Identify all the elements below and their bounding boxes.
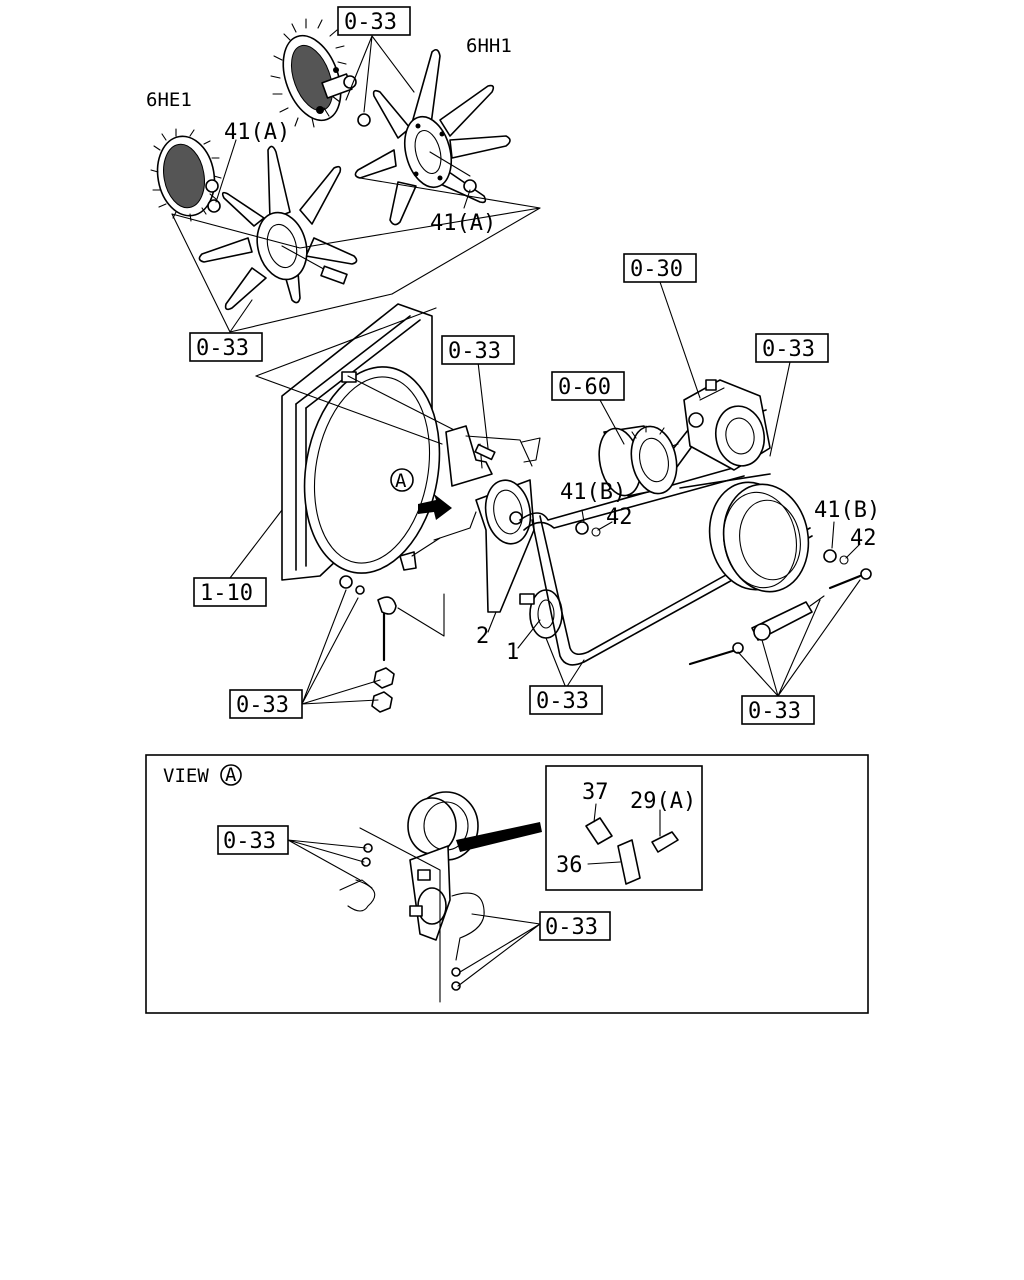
view-a-panel: VIEW A [145, 754, 869, 1014]
ref-bottom-left: 0-33 [236, 693, 289, 718]
fitting-icon [651, 831, 679, 853]
part-29a: 29(A) [630, 789, 696, 814]
ref-view-right: 0-33 [545, 915, 598, 940]
part-1-idler: 1 [506, 640, 519, 665]
nut-icon [823, 549, 837, 563]
callout-a-letter: A [395, 470, 407, 492]
nut-icon [575, 521, 589, 535]
bolt-icon [585, 817, 613, 845]
part-37: 37 [582, 780, 609, 805]
nut-icon [373, 667, 395, 689]
bolt-icon [474, 443, 496, 461]
view-arrow-icon [418, 494, 452, 520]
part-2-bracket: 2 [476, 624, 489, 649]
washer-icon [355, 585, 365, 595]
view-a-marker-icon [220, 764, 242, 786]
bolt-icon [519, 593, 535, 605]
nut-icon [207, 199, 221, 213]
ref-view-left: 0-33 [223, 829, 276, 854]
view-a-pulley [339, 791, 542, 1003]
fan-clutch-6he1 [150, 128, 222, 222]
part-41b-right: 41(B) [814, 498, 880, 523]
variant-6hh1-label: 6HH1 [466, 35, 512, 57]
part-labels: 41(A) 41(A) 41(B) 42 41(B) 42 2 1 [224, 120, 880, 665]
main-leaders [229, 281, 861, 705]
bolt-icon [357, 113, 371, 127]
radiator-shroud: A [255, 303, 467, 581]
variant-labels: 6HE1 6HH1 [146, 35, 512, 111]
ref-compressor: 0-30 [630, 257, 683, 282]
generator [598, 425, 679, 497]
ref-fan-top: 0-33 [344, 10, 397, 35]
washer-icon [591, 527, 601, 537]
part-36: 36 [556, 853, 583, 878]
ref-fan-bottom: 0-33 [196, 336, 249, 361]
washer-icon [839, 555, 849, 565]
view-a-inset: 37 29(A) 36 [545, 765, 703, 891]
part-42-right: 42 [850, 526, 877, 551]
variant-6he1-label: 6HE1 [146, 89, 192, 111]
part-41b-center: 41(B) [560, 480, 626, 505]
reference-boxes: 0-33 0-33 0-33 0-30 0-33 0-60 1-10 0-33 … [189, 6, 829, 725]
view-a-marker: A [225, 764, 237, 786]
ref-radiator: 1-10 [200, 581, 253, 606]
callout-a-icon [390, 468, 414, 492]
crank-pulley [708, 481, 810, 593]
part-42-center: 42 [606, 505, 633, 530]
nut-icon [339, 575, 353, 589]
fan-clutch-6hh1 [270, 18, 357, 128]
part-41a-left: 41(A) [224, 120, 290, 145]
fan-blades-6he1 [198, 145, 358, 311]
tensioner-bracket [399, 425, 541, 613]
fan-blades-6hh1 [354, 48, 511, 226]
compressor [683, 379, 771, 471]
nut-icon [463, 179, 477, 193]
block-icon [617, 839, 641, 885]
ref-belt-bottom: 0-33 [536, 689, 589, 714]
view-a-title: VIEW [163, 765, 209, 787]
part-41a-right: 41(A) [430, 211, 496, 236]
ref-generator: 0-60 [558, 375, 611, 400]
ref-bracket-bolt: 0-33 [448, 339, 501, 364]
clamp-icon [377, 596, 397, 615]
fan-leaders [171, 35, 541, 333]
bottom-left-hardware [339, 575, 445, 713]
ref-tensioner: 0-33 [762, 337, 815, 362]
idler-pulley [519, 589, 563, 639]
fan-assembly-6hh1 [270, 18, 511, 226]
fasteners-center [575, 521, 849, 565]
nut-icon [371, 691, 393, 713]
ref-bottom-right: 0-33 [748, 699, 801, 724]
fan-assembly-6he1 [150, 128, 358, 311]
